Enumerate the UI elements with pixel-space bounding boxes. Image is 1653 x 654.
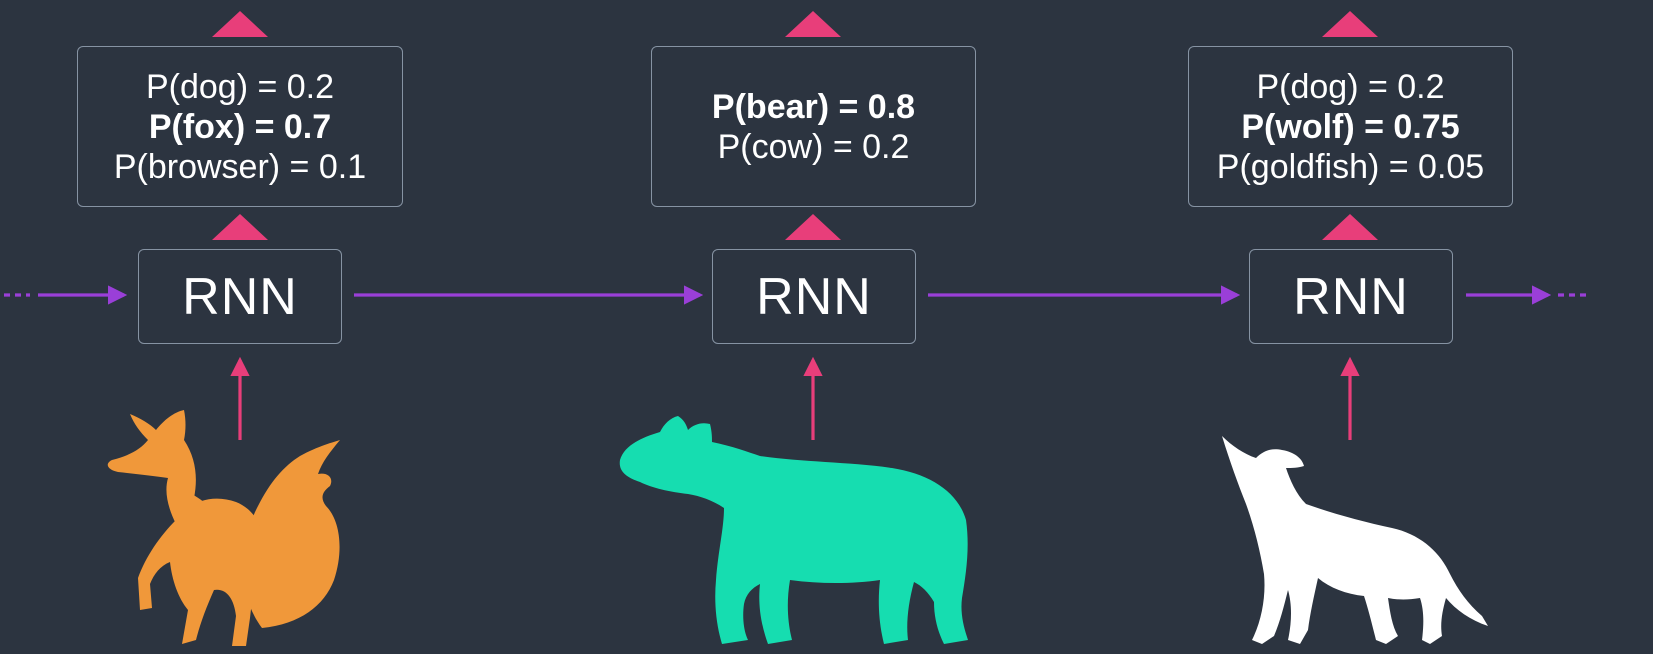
output-triangle-top-1 [212,11,268,37]
prediction-line: P(cow) = 0.2 [717,127,910,166]
rnn-label: RNN [756,267,872,326]
output-triangle-mid-2 [785,214,841,240]
prediction-line: P(dog) = 0.2 [145,67,335,106]
output-triangle-top-3 [1322,11,1378,37]
prediction-box-bear: P(bear) = 0.8 P(cow) = 0.2 [651,46,976,207]
rnn-cell-3: RNN [1249,249,1453,344]
bear-silhouette [619,416,968,644]
output-triangle-top-2 [785,11,841,37]
output-triangles [212,11,1378,240]
rnn-label: RNN [1293,267,1409,326]
prediction-line-top: P(wolf) = 0.75 [1241,107,1460,146]
wolf-silhouette [1222,436,1488,644]
rnn-cell-1: RNN [138,249,342,344]
prediction-line: P(browser) = 0.1 [113,147,367,186]
prediction-box-wolf: P(dog) = 0.2 P(wolf) = 0.75 P(goldfish) … [1188,46,1513,207]
prediction-line: P(goldfish) = 0.05 [1216,147,1485,186]
prediction-box-fox: P(dog) = 0.2 P(fox) = 0.7 P(browser) = 0… [77,46,403,207]
input-arrows [230,356,1360,440]
prediction-line-top: P(fox) = 0.7 [148,107,332,146]
output-triangle-mid-3 [1322,214,1378,240]
prediction-line: P(dog) = 0.2 [1256,67,1445,106]
output-triangle-mid-1 [212,214,268,240]
prediction-line-top: P(bear) = 0.8 [711,87,916,126]
fox-silhouette [107,410,340,646]
rnn-cell-2: RNN [712,249,916,344]
rnn-label: RNN [182,267,298,326]
